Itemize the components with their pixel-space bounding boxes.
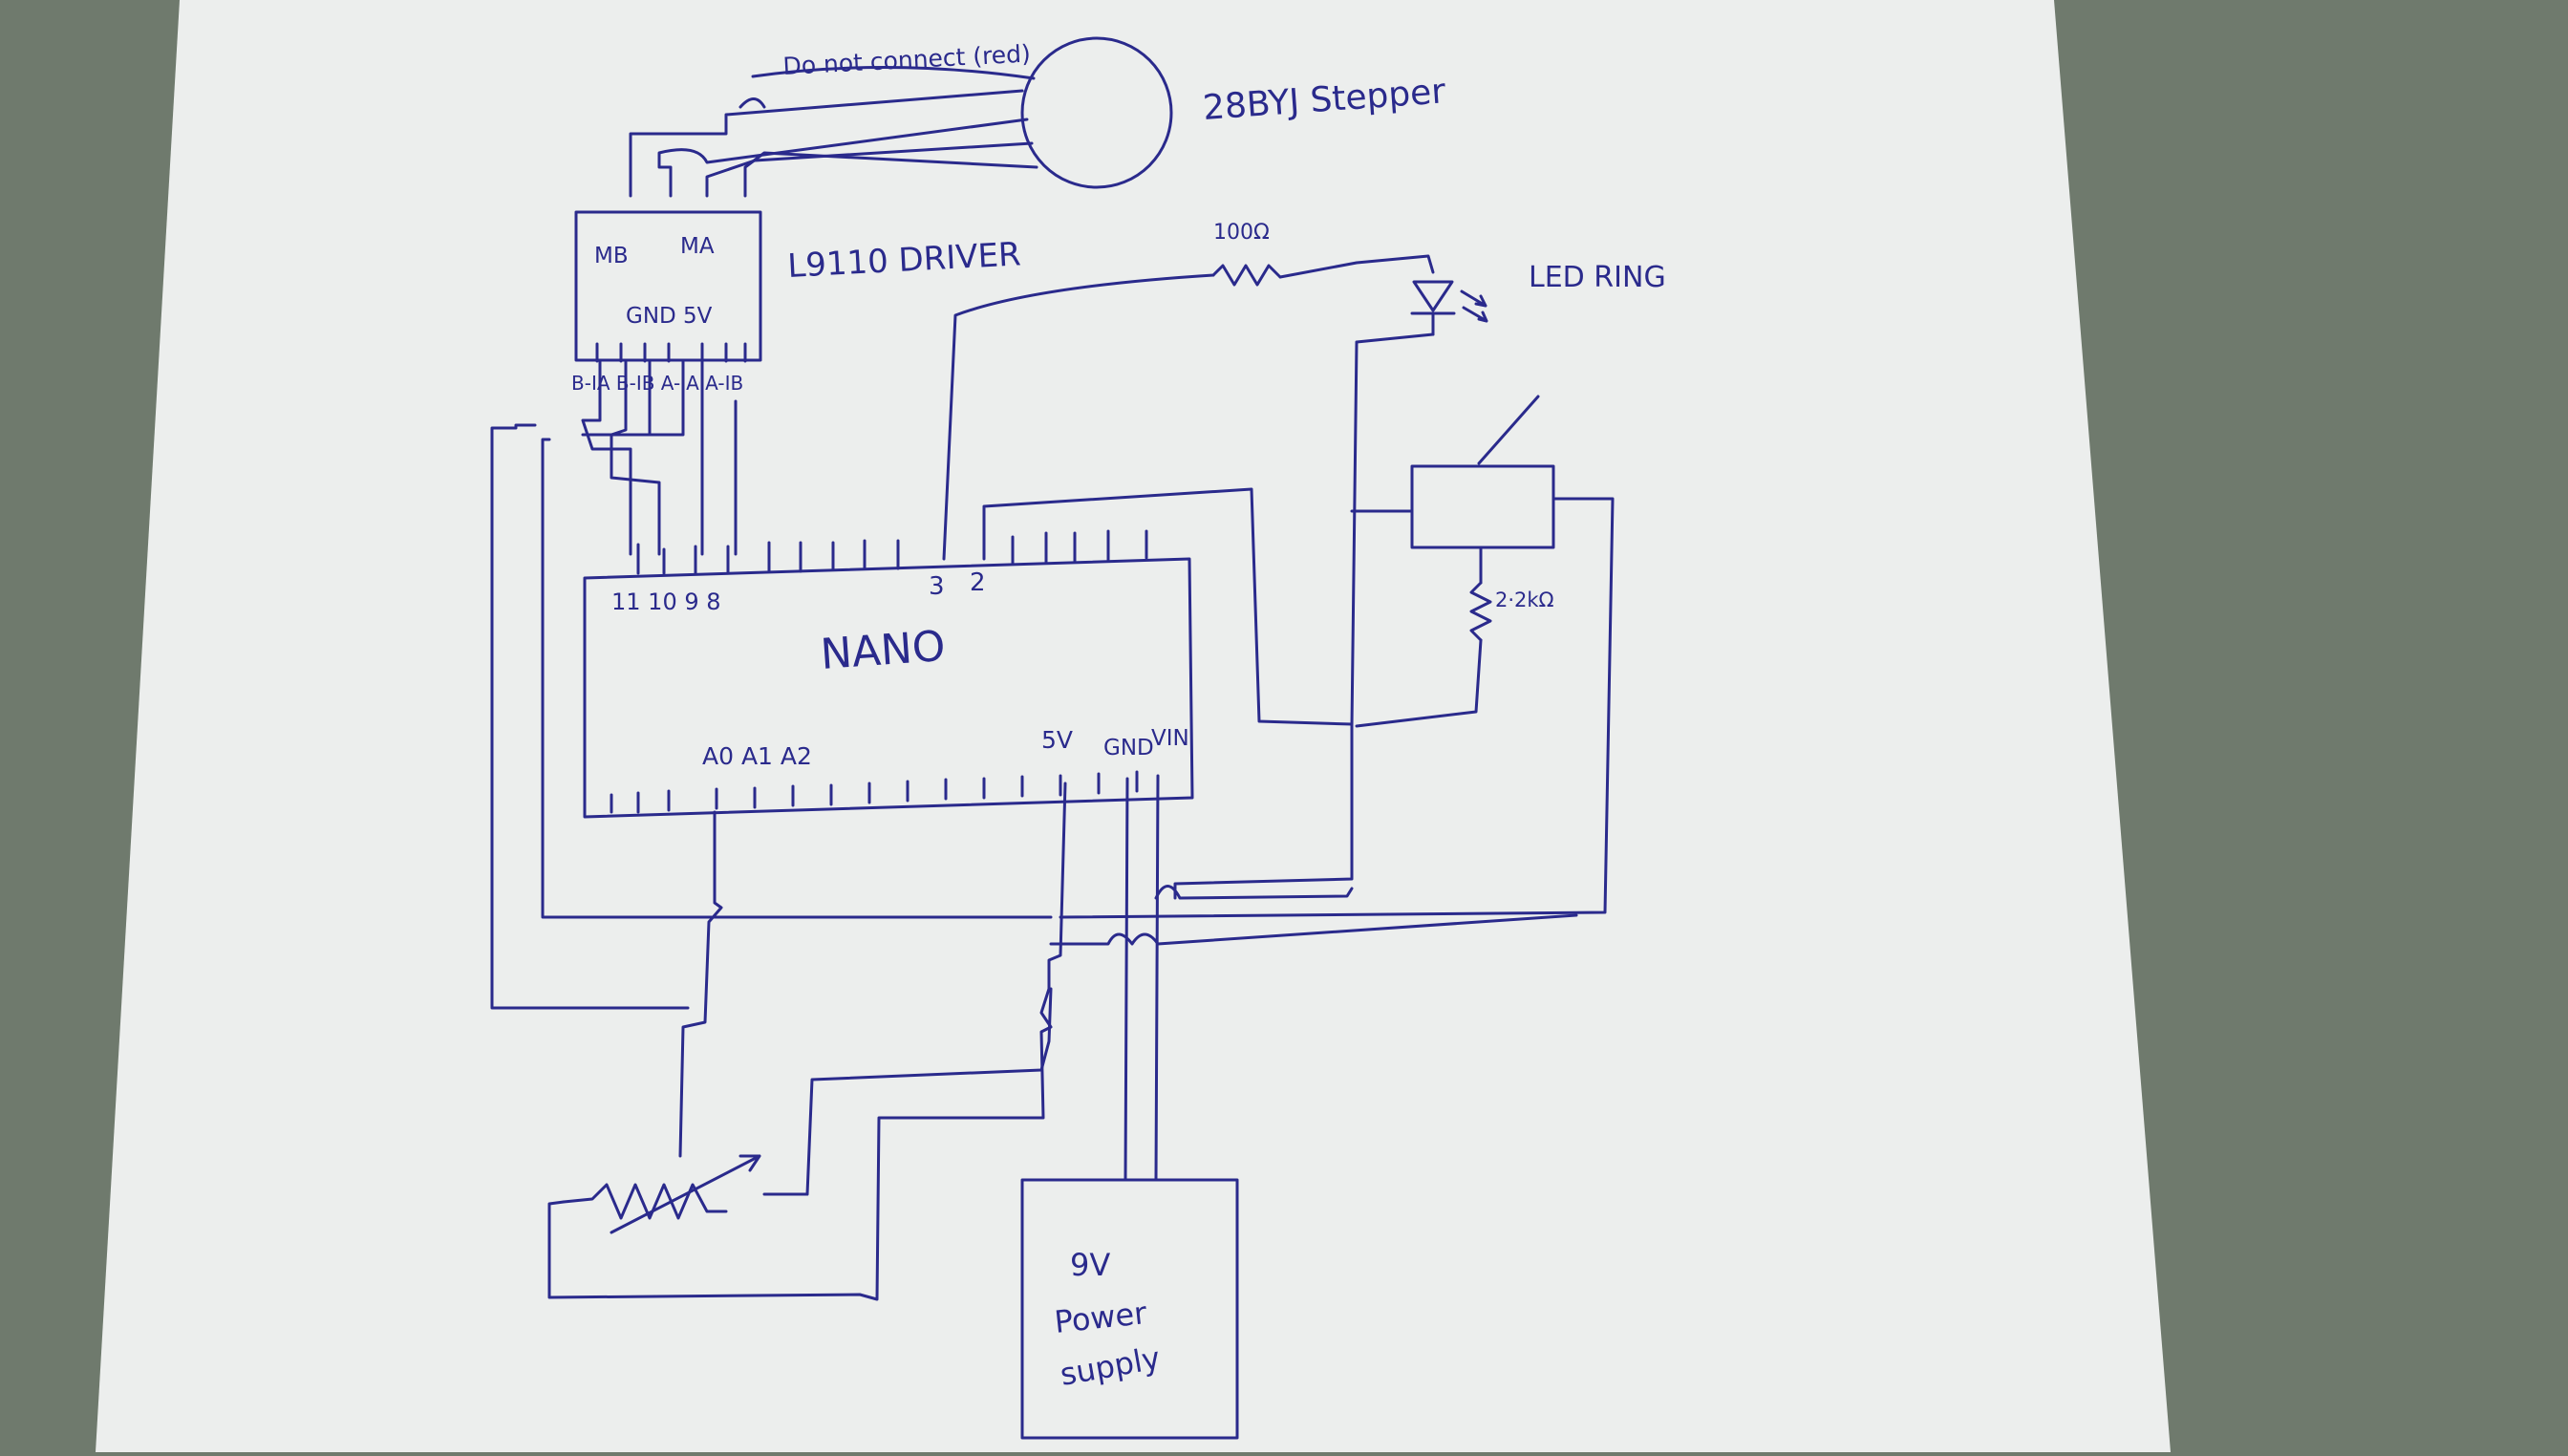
resistor-100-symbol	[1211, 264, 1282, 287]
wire-vin-hop	[1154, 885, 1354, 900]
nano-bottom-pin-ticks	[610, 770, 1139, 814]
driver-mb-label: MB	[594, 244, 629, 268]
wire-driver-5v	[629, 359, 685, 437]
wire-2k2-to-node	[1355, 638, 1483, 728]
potentiometer-symbol	[562, 1183, 728, 1220]
wire-nano-vin	[1154, 774, 1160, 1182]
nano-d3-label: 3	[929, 572, 945, 601]
stepper-wire-1	[629, 89, 1024, 198]
wire-driver-5v-rail	[490, 423, 690, 1010]
wire-nano-gnd	[1124, 777, 1129, 1182]
stepper-wire-4	[743, 151, 1038, 198]
wire-bib-to-pin10	[610, 359, 661, 556]
stepper-wire-3	[705, 141, 1034, 198]
nano-gnd-label: GND	[1103, 736, 1154, 760]
nano-digital-pins-label: 11 10 9 8	[611, 589, 721, 615]
wire-nano-5v	[1047, 782, 1067, 991]
driver-bottom-pins-label: B-IA B-IB A-IA A-IB	[571, 372, 743, 395]
nano-vin-label: VIN	[1151, 726, 1189, 751]
power-supply-9v-label: 9V	[1070, 1247, 1110, 1283]
wire-pin2-to-sensor	[982, 487, 1354, 726]
stepper-wire-bridge	[738, 97, 766, 109]
stepper-wire-red	[751, 66, 1036, 80]
nano-top-pin-ticks	[636, 529, 1148, 575]
stepper-motor-symbol	[1020, 36, 1173, 189]
nano-box	[583, 557, 1194, 819]
paper-sheet	[96, 0, 2171, 1452]
resistor-100-label: 100Ω	[1213, 221, 1270, 245]
stepper-wire-2	[657, 118, 1029, 198]
power-supply-box	[1020, 1178, 1239, 1440]
led-light-arrows	[1460, 289, 1488, 323]
nano-d2-label: 2	[970, 568, 986, 597]
nano-label: NANO	[819, 622, 947, 679]
driver-ma-label: MA	[680, 234, 715, 259]
nano-5v-label: 5V	[1041, 726, 1073, 754]
wire-gnd-hops	[1049, 913, 1578, 946]
ink-drawing	[490, 36, 1615, 1440]
led-symbol	[1410, 280, 1456, 336]
wire-a0-to-pot	[678, 810, 723, 1158]
wire-pin3-to-resistor	[942, 273, 1215, 561]
nano-analog-pins-label: A0 A1 A2	[702, 742, 812, 770]
driver-gnd5v-label: GND 5V	[626, 304, 713, 329]
wire-sensor-right	[1059, 497, 1615, 919]
sensor-slash	[1477, 395, 1540, 465]
resistor-2k2-label: 2·2kΩ	[1495, 589, 1554, 611]
resistor-2k2-symbol	[1469, 581, 1492, 642]
wire-led-to-ground	[1173, 332, 1435, 900]
wire-5v-to-pot	[547, 987, 1053, 1301]
wire-driver-gnd-rail	[541, 438, 1053, 919]
sensor-box	[1410, 464, 1555, 549]
wire-a2-to-pot	[762, 987, 1053, 1196]
driver-pin-ticks	[595, 342, 747, 363]
wire-resistor-to-led	[1278, 254, 1435, 279]
potentiometer-arrow	[610, 1154, 761, 1234]
led-ring-label: LED RING	[1529, 261, 1666, 294]
